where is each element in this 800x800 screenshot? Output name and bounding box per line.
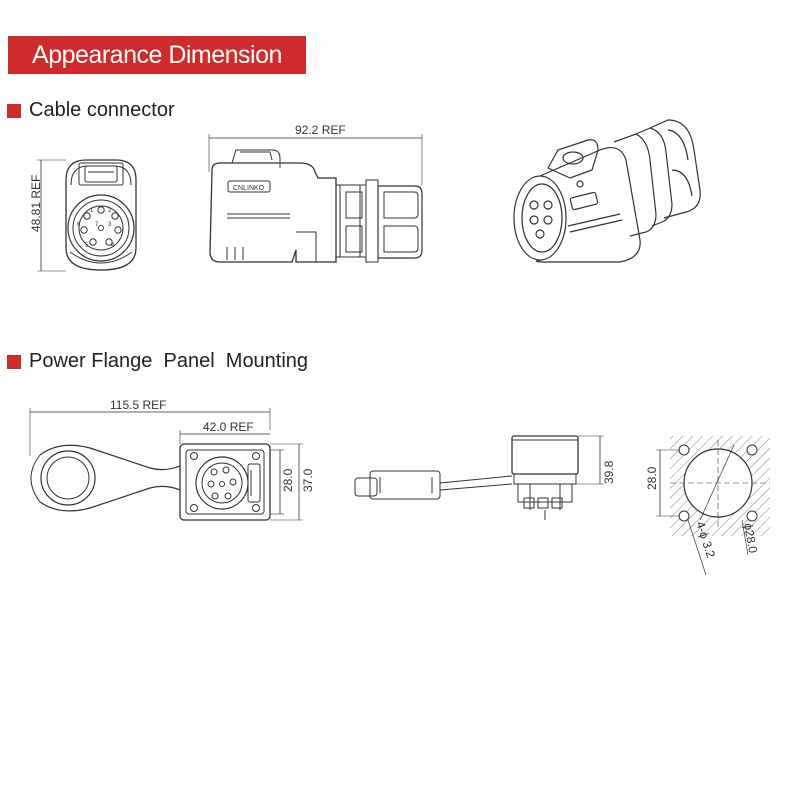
pin-label: 7 — [95, 222, 99, 228]
pin-icon — [535, 229, 545, 239]
cable-height-label: 48.81 REF — [29, 175, 43, 232]
pin-icon — [207, 480, 215, 488]
section-title-cable: Cable connector — [29, 99, 175, 121]
pin-icon — [111, 212, 119, 220]
cable-length-label: 92.2 REF — [295, 123, 346, 137]
flange-front-view: 115.5 REF 42.0 REF 28.0 — [29, 398, 315, 521]
cable-iso-view — [513, 119, 701, 263]
flange-outer-label: 37.0 — [301, 468, 315, 492]
flange-inner-label: 28.0 — [281, 468, 295, 492]
section-title-flange: Power Flange Panel Mounting — [29, 350, 309, 372]
page-title: Appearance Dimension — [32, 41, 282, 69]
cable-front-view: 48.81 REF 1 2 3 4 5 6 7 — [29, 159, 137, 272]
pin-icon — [210, 468, 218, 476]
pin-icon — [222, 466, 230, 474]
pin-icon — [211, 492, 219, 500]
flange-side-view: 39.8 — [354, 435, 616, 520]
section-power-flange: Power Flange Panel Mounting — [7, 350, 308, 373]
cutout-diameter-label: ϕ28.0 — [741, 522, 760, 554]
pin-icon — [105, 238, 113, 246]
section-marker-icon — [7, 354, 21, 369]
page-title-banner: Appearance Dimension — [8, 36, 306, 74]
section-cable-connector: Cable connector — [7, 99, 175, 122]
pin-icon — [224, 492, 232, 500]
flange-width-label: 42.0 REF — [203, 420, 254, 434]
cable-side-view: 92.2 REF CNLINKO — [208, 123, 423, 263]
pin-icon — [543, 215, 553, 225]
pin-label: 1 — [90, 208, 94, 214]
pin-label: 2 — [108, 208, 112, 214]
brand-logo: CNLINKO — [233, 185, 265, 192]
pin-icon — [89, 238, 97, 246]
pin-icon — [529, 200, 539, 210]
cutout-size-label: 28.0 — [645, 466, 659, 490]
pin-icon — [83, 212, 91, 220]
pin-label: 6 — [77, 222, 81, 228]
pin-icon — [529, 215, 539, 225]
flange-height-label: 39.8 — [602, 460, 616, 484]
pin-icon — [80, 226, 88, 234]
pin-label: 4 — [111, 243, 115, 249]
pin-icon — [114, 226, 122, 234]
flange-total-label: 115.5 REF — [110, 398, 166, 412]
pin-icon — [229, 478, 237, 486]
pin-label: 3 — [108, 222, 112, 228]
pin-icon — [543, 200, 553, 210]
pin-icon — [97, 206, 105, 214]
pin-label: 5 — [85, 243, 89, 249]
section-marker-icon — [7, 103, 21, 118]
panel-cutout-view: 28.0 4-ϕ 3.2 ϕ28.0 — [645, 436, 770, 576]
